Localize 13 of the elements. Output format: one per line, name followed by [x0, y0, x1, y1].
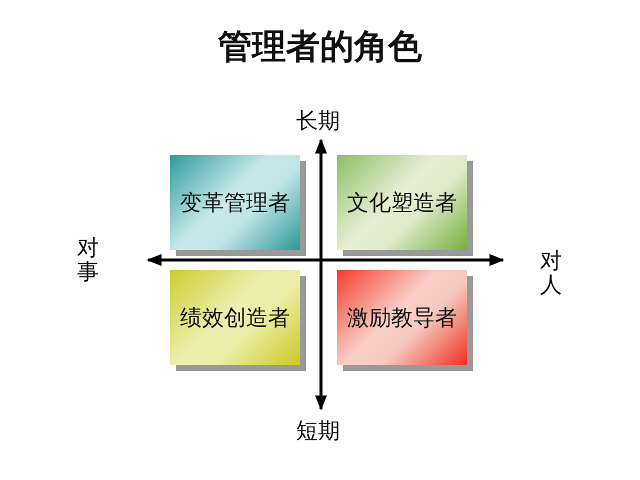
axis-label: 短期 [296, 418, 340, 446]
diagram-title: 管理者的角色 [217, 26, 423, 69]
quadrant-box [337, 155, 467, 250]
role-label: 绩效创造者 [180, 304, 290, 332]
role-label: 文化塑造者 [347, 190, 457, 218]
axis-label: 长期 [296, 108, 340, 136]
role-label: 激励教导者 [347, 304, 457, 332]
quadrant-box [170, 155, 300, 250]
quadrant-box [337, 270, 467, 365]
role-label: 变革管理者 [180, 190, 290, 218]
axis-label: 对事 [77, 237, 99, 286]
axis-label: 对人 [540, 250, 562, 298]
quadrant-box [170, 270, 300, 365]
